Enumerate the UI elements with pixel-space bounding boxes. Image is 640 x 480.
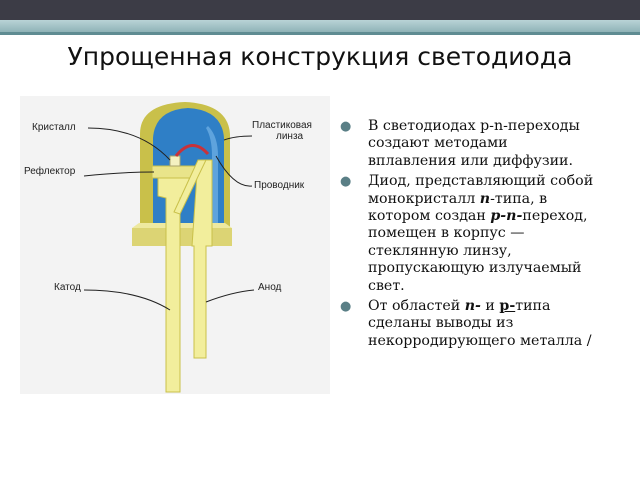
base-flange bbox=[132, 228, 232, 246]
bullet-dot-icon: ● bbox=[340, 299, 352, 315]
label-anode: Анод bbox=[258, 282, 282, 293]
reflector-cup bbox=[151, 165, 197, 179]
label-lens: Пластиковая линза bbox=[252, 120, 312, 142]
led-diagram: Кристалл Пластиковая линза Рефлектор Про… bbox=[20, 96, 330, 394]
anode-lead bbox=[191, 159, 213, 359]
base-flange-top bbox=[132, 223, 232, 228]
bullet-emphasis-underlined: p- bbox=[499, 298, 516, 315]
conductor-callout-line bbox=[215, 155, 253, 187]
bond-wire bbox=[174, 144, 210, 157]
bullet-item: ● В светодиодах p-n-переходы создают мет… bbox=[340, 118, 596, 170]
bullet-text: переход, помещен в корпус — стеклянную л… bbox=[368, 208, 588, 294]
bullet-text: От областей bbox=[368, 298, 465, 315]
crystal-chip bbox=[169, 155, 181, 167]
reflector-callout-line bbox=[83, 171, 155, 177]
bullet-text: типа сделаны выводы из некорродирующего … bbox=[368, 298, 592, 349]
cathode-callout-line bbox=[83, 289, 171, 311]
bullet-emphasis: n bbox=[479, 190, 491, 207]
bullet-text: -типа, в котором создан bbox=[368, 190, 548, 225]
slide-title: Упрощенная конструкция светодиода bbox=[67, 42, 573, 71]
lens-callout-line bbox=[223, 135, 253, 141]
slide-top-stripe bbox=[0, 20, 640, 32]
label-reflector: Рефлектор bbox=[24, 166, 76, 177]
bullet-text: и bbox=[480, 298, 500, 315]
anode-bend bbox=[173, 159, 207, 215]
bullet-dot-icon: ● bbox=[340, 119, 352, 134]
label-conductor: Проводник bbox=[254, 180, 305, 191]
slide-top-line bbox=[0, 32, 640, 35]
bullet-text: В светодиодах p-n-переходы создают метод… bbox=[368, 118, 580, 169]
bullet-list: ● В светодиодах p-n-переходы создают мет… bbox=[340, 118, 596, 353]
label-cathode: Катод bbox=[54, 282, 81, 293]
led-drawing bbox=[83, 102, 255, 393]
anode-callout-line bbox=[205, 289, 255, 303]
bullet-item: ● Диод, представляющий собой монокристал… bbox=[340, 173, 596, 295]
label-lens-line2: линза bbox=[276, 131, 304, 142]
bullet-emphasis: n- bbox=[464, 298, 481, 315]
bullet-emphasis: p-n- bbox=[490, 208, 523, 225]
bullet-dot-icon: ● bbox=[340, 174, 352, 190]
crystal-callout-line bbox=[87, 127, 171, 161]
bullet-text: Диод, представляющий собой монокристалл bbox=[368, 173, 594, 207]
label-crystal: Кристалл bbox=[32, 122, 76, 133]
slide-top-bar bbox=[0, 0, 640, 20]
bullet-item: ● От областей n- и p-типа сделаны выводы… bbox=[340, 298, 596, 350]
label-lens-line1: Пластиковая bbox=[252, 120, 312, 131]
